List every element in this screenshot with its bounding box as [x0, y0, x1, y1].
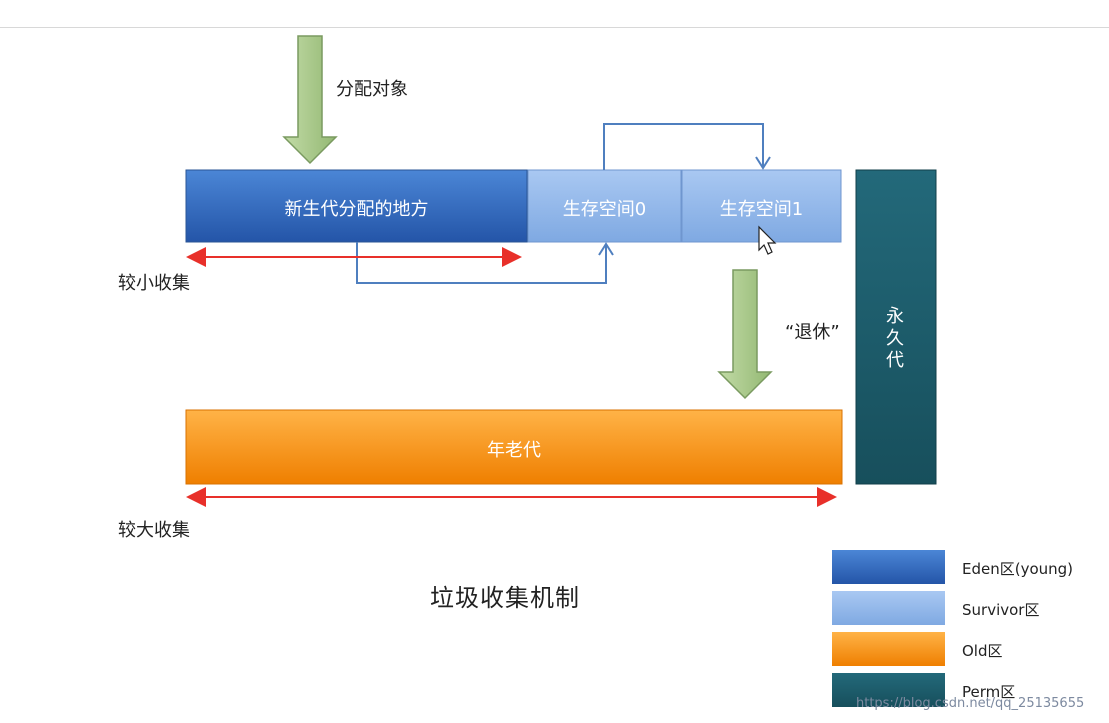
legend-item-eden: Eden区(young)	[832, 550, 1102, 584]
perm-label: 永久代	[886, 306, 904, 371]
legend-label-perm: Perm区	[962, 683, 1016, 701]
retire-label: “退休”	[785, 322, 840, 343]
survivor0-block	[527, 169, 682, 243]
legend-label-eden: Eden区(young)	[962, 560, 1074, 578]
eden-label: 新生代分配的地方	[284, 199, 429, 220]
legend-item-survivor: Survivor区	[832, 591, 1102, 625]
watermark: https://blog.csdn.net/qq_25135655	[856, 696, 1085, 711]
diagram-title: 垃圾收集机制	[430, 584, 580, 612]
top-divider	[0, 27, 1109, 28]
major-gc-label: 较大收集	[118, 520, 190, 541]
perm-block	[855, 169, 937, 485]
allocate-arrow	[282, 35, 338, 165]
legend-swatch-perm	[832, 673, 945, 707]
old-generation-label: 年老代	[487, 440, 541, 461]
legend-swatch-old	[832, 632, 945, 666]
old-block	[185, 409, 843, 485]
eden-block	[185, 169, 528, 243]
eden-to-survivor-arrow	[356, 242, 614, 284]
legend-swatch-eden	[832, 550, 945, 584]
legend-label-old: Old区	[962, 642, 1003, 660]
minor-gc-label: 较小收集	[118, 273, 190, 294]
legend-item-perm: Perm区	[832, 673, 1102, 707]
allocate-objects-label: 分配对象	[336, 79, 408, 100]
legend-label-survivor: Survivor区	[962, 601, 1040, 619]
survivor1-label: 生存空间1	[719, 199, 804, 220]
survivor-swap-arrow	[603, 123, 771, 170]
survivor0-label: 生存空间0	[562, 199, 647, 220]
mouse-cursor-icon	[758, 225, 777, 255]
retire-arrow	[717, 269, 773, 400]
legend-item-old: Old区	[832, 632, 1102, 666]
legend-swatch-survivor	[832, 591, 945, 625]
